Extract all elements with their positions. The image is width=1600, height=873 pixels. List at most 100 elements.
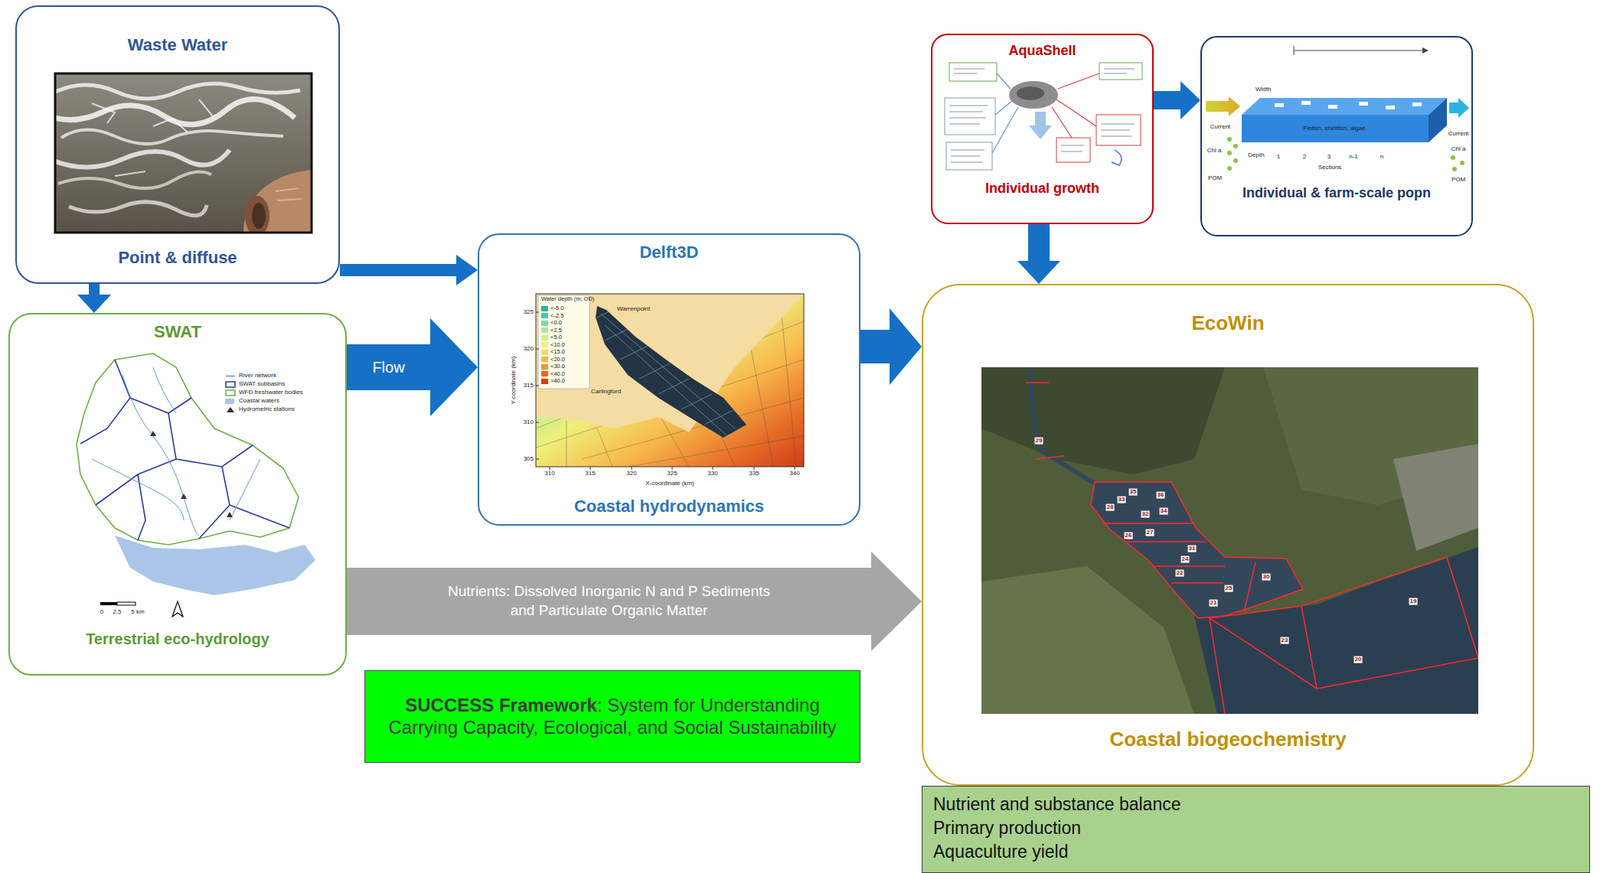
box-number: 20: [1354, 656, 1363, 664]
model-box: SWAT Terrestrial eco-hydrology: [8, 313, 347, 676]
block-arrow: [1153, 81, 1201, 120]
catchment-map-part: [91, 367, 261, 536]
arrow-label: Nutrients: Dissolved Inorganic N and P S…: [440, 582, 778, 621]
bathymetry-chart-part: [535, 293, 804, 467]
map-label: 0: [100, 609, 104, 617]
map-label: X-coordinate (km): [645, 480, 695, 488]
shellfish-growth-diagram-part: [1051, 73, 1100, 138]
legend-sample: [225, 381, 236, 389]
box-number: 27: [1146, 529, 1155, 537]
estuary-satellite-map-part-part-part: [1025, 382, 1317, 715]
legend-outline: [225, 382, 236, 388]
block-arrow: [346, 551, 922, 652]
map-label: 325: [666, 470, 677, 478]
block-arrow: [1017, 224, 1061, 285]
estuary-satellite-map-part-part: [1025, 382, 1479, 715]
farm-schematic-part: [1452, 166, 1457, 172]
map-label: Y-coordinate (km): [510, 356, 518, 405]
legend-sample: [225, 406, 236, 414]
model-box: EcoWinCoastal biogeochemistry: [921, 284, 1535, 787]
box-number: 36: [1156, 492, 1166, 500]
map-label: 320: [523, 346, 534, 353]
legend-line: [225, 375, 236, 377]
map-label: 320: [626, 470, 637, 478]
output-item: Primary production: [933, 816, 1579, 841]
box-number: 24: [1181, 556, 1190, 564]
box-number: 30: [1262, 574, 1271, 582]
wastewater-photo-part-part: [275, 188, 302, 201]
output-box: Nutrient and substance balancePrimary pr…: [921, 786, 1591, 873]
catchment-map-part: [172, 601, 183, 618]
arrow-label: Flow: [372, 357, 405, 378]
estuary-satellite-map-part-part: [1393, 444, 1479, 552]
legend-text: Hydrometric stations: [238, 406, 295, 414]
shellfish-growth-diagram-part: [1008, 81, 1058, 109]
framework-name: SUCCESS Framework: [404, 695, 598, 716]
catchment-map: [76, 353, 316, 618]
shellfish-growth-diagram-part: [1028, 111, 1052, 140]
farm-schematic-part: [1328, 104, 1338, 109]
box-number: 23: [1280, 637, 1290, 645]
estuary-satellite-map-part-part: [1090, 482, 1303, 619]
estuary-satellite-map-part-part: [1029, 367, 1095, 484]
map-label: 325: [523, 309, 534, 317]
map-label: 335: [748, 470, 759, 478]
legend-swatch: [541, 335, 549, 341]
bathymetry-chart-part: [535, 312, 795, 471]
legend-text: <15.0: [550, 349, 565, 356]
shellfish-growth-diagram-part: [949, 62, 997, 82]
wastewater-photo-part-part: [244, 195, 270, 233]
model-box: Individual & farm-scale popn: [1200, 35, 1473, 237]
farm-schematic-part: [1450, 155, 1456, 160]
node-subtitle: Terrestrial eco-hydrology: [16, 630, 340, 649]
farm-schematic-part: [1459, 160, 1465, 166]
box-number: 26: [1124, 532, 1134, 540]
box-number: 35: [1129, 489, 1138, 497]
legend-text: <0.0: [550, 320, 562, 327]
legend-text: River network: [238, 372, 277, 380]
legend-text: <30.0: [550, 363, 565, 370]
legend-swatch: [541, 349, 549, 356]
legend-text: Coastal waters: [238, 398, 280, 405]
wastewater-photo-part: [55, 73, 312, 233]
node-title: Waste Water: [22, 35, 333, 56]
node-title: SWAT: [16, 322, 340, 343]
map-label: 315: [584, 470, 595, 478]
schematic-label: Chl a: [1207, 147, 1222, 155]
legend-sample: [225, 372, 236, 380]
map-label: 340: [789, 470, 800, 478]
legend-swatch: [225, 398, 235, 405]
bathymetry-chart-part: [535, 293, 804, 467]
map-label: 310: [523, 419, 534, 427]
source-box: Waste WaterPoint & diffuse: [15, 5, 340, 285]
farm-schematic-part: [1422, 47, 1429, 54]
estuary-satellite-map-part-part: [981, 367, 1479, 715]
farm-schematic-part: [1428, 97, 1447, 143]
legend-swatch: [541, 342, 549, 348]
legend-swatch: [541, 378, 549, 385]
node-subtitle: Coastal biogeochemistry: [929, 728, 1527, 752]
legend-text: WFD freshwater bodies: [238, 389, 304, 397]
farm-schematic-part: [1274, 103, 1284, 108]
estuary-satellite-map-part-part: [981, 566, 1195, 715]
text-list: Nutrient and substance balancePrimary pr…: [922, 786, 1590, 871]
schematic-label: Current: [1210, 124, 1232, 131]
box-number: 29: [1035, 437, 1044, 445]
node-title: Delft3D: [485, 242, 853, 263]
schematic-label: 1: [1276, 153, 1280, 161]
node-title: Individual & farm-scale popn: [1227, 185, 1447, 203]
node-subtitle: Point & diffuse: [22, 248, 333, 268]
estuary-satellite-map-part: [981, 367, 1479, 715]
farm-schematic-part: [1227, 137, 1232, 142]
farm-schematic-part: [1412, 102, 1422, 107]
legend-triangle: [226, 407, 235, 413]
legend-text: >40.0: [550, 378, 565, 385]
map-label: 315: [523, 382, 534, 390]
catchment-map-part: [80, 359, 290, 541]
text-line: SUCCESS Framework: System for Understand…: [388, 695, 837, 740]
schematic-label: n-1: [1348, 153, 1359, 161]
legend-swatch: [541, 371, 549, 377]
block-arrow: [77, 284, 112, 314]
legend-text: <-2.5: [550, 312, 564, 319]
farm-schematic-part: [1227, 166, 1232, 171]
